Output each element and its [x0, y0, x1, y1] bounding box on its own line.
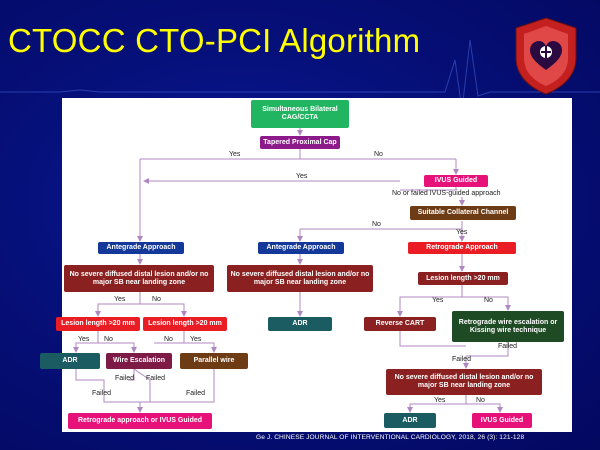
- node-retrograde-wire-escalation: Retrograde wire escalation or Kissing wi…: [452, 311, 564, 342]
- node-adr-mid: ADR: [268, 317, 332, 331]
- label-failed-retro: Failed: [498, 343, 518, 350]
- node-antegrade-approach-left: Antegrade Approach: [98, 242, 184, 254]
- node-no-severe-lesion-mid: No severe diffused distal lesion and/or …: [227, 265, 373, 292]
- ekg-trace-decoration: [0, 39, 600, 110]
- label-no-l2: No: [164, 336, 173, 343]
- node-no-severe-lesion-left: No severe diffused distal lesion and/or …: [64, 265, 214, 292]
- label-no-left-split: No: [152, 296, 161, 303]
- label-failed-wire-b: Failed: [146, 375, 166, 382]
- label-no-collateral: No: [372, 221, 381, 228]
- label-yes-retro-split: Yes: [432, 297, 444, 304]
- label-failed-lower-right: Failed: [452, 356, 472, 363]
- label-no-retro-split: No: [484, 297, 493, 304]
- label-yes-l1: Yes: [78, 336, 90, 343]
- node-parallel-wire: Parallel wire: [180, 353, 248, 369]
- node-lesion-length-retrograde: Lesion length >20 mm: [418, 272, 508, 285]
- node-retrograde-approach: Retrograde Approach: [408, 242, 516, 254]
- node-ivus-guided: IVUS Guided: [424, 175, 488, 187]
- slide-title: CTOCC CTO-PCI Algorithm: [8, 22, 421, 59]
- label-yes-second: Yes: [296, 173, 308, 180]
- label-no-bottom: No: [476, 397, 485, 404]
- label-failed-adr-left: Failed: [92, 390, 112, 397]
- label-failed-parallel: Failed: [186, 390, 206, 397]
- node-start: Simultaneous Bilateral CAG/CCTA: [251, 100, 349, 128]
- heart-shield-logo-icon: [515, 17, 577, 95]
- node-suitable-collateral-channel: Suitable Collateral Channel: [410, 206, 516, 220]
- node-adr-right: ADR: [384, 413, 436, 428]
- label-no-top: No: [374, 151, 383, 158]
- node-ivus-guided-right: IVUS Guided: [472, 413, 532, 428]
- node-antegrade-approach-mid: Antegrade Approach: [258, 242, 344, 254]
- label-yes-top: Yes: [229, 151, 241, 158]
- node-adr-left: ADR: [40, 353, 100, 369]
- node-retrograde-or-ivus: Retrograde approach or IVUS Guided: [68, 413, 212, 429]
- citation-text: Ge J. CHINESE JOURNAL OF INTERVENTIONAL …: [256, 434, 525, 441]
- node-reverse-cart: Reverse CART: [364, 317, 436, 331]
- node-tapered-proximal-cap: Tapered Proximal Cap: [260, 136, 340, 149]
- label-no-failed-ivus: No or failed IVUS-guided approach: [392, 190, 501, 197]
- node-wire-escalation: Wire Escalation: [106, 353, 172, 369]
- label-yes-collateral: Yes: [456, 229, 468, 236]
- node-no-severe-lesion-right: No severe diffused distal lesion and/or …: [386, 369, 542, 395]
- label-no-l1: No: [104, 336, 113, 343]
- node-lesion-length-left-2: Lesion length >20 mm: [143, 317, 227, 331]
- label-yes-l2: Yes: [190, 336, 202, 343]
- label-yes-bottom: Yes: [434, 397, 446, 404]
- label-yes-left-split: Yes: [114, 296, 126, 303]
- node-lesion-length-left-1: Lesion length >20 mm: [56, 317, 140, 331]
- label-failed-wire-a: Failed: [115, 375, 135, 382]
